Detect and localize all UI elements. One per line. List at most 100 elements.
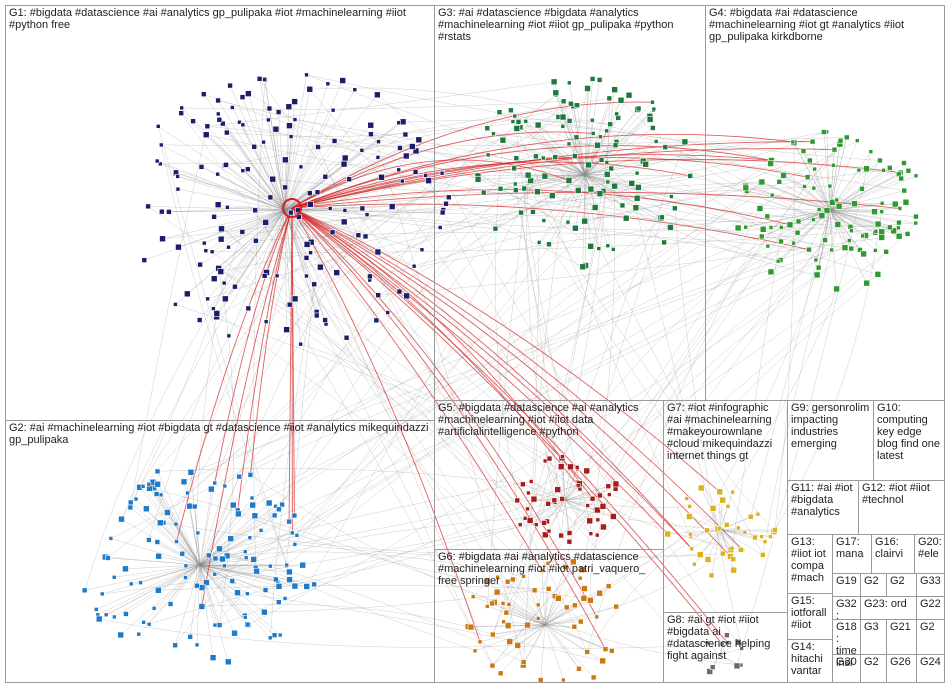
group-g3-small[interactable]: G3	[860, 619, 887, 655]
graph-node	[716, 488, 724, 496]
graph-node	[604, 160, 610, 165]
group-g23[interactable]: G23: ord	[860, 596, 917, 620]
graph-node	[388, 203, 396, 210]
graph-node	[265, 499, 273, 507]
group-g2-small-a[interactable]: G2	[860, 573, 887, 597]
graph-node	[780, 172, 787, 179]
group-g7[interactable]: G7: #iot #infographic #ai #machinelearni…	[663, 400, 788, 613]
group-g12[interactable]: G12: #iot #iiot #technol	[858, 480, 945, 535]
group-g2-small-b[interactable]: G2	[886, 573, 917, 597]
graph-node	[327, 206, 333, 211]
graph-node	[197, 261, 203, 268]
graph-node	[534, 121, 542, 129]
graph-node	[589, 76, 596, 82]
graph-node	[863, 165, 870, 173]
graph-node	[258, 528, 264, 533]
group-g11[interactable]: G11: #ai #iot #bigdata #analytics	[787, 480, 859, 535]
graph-node	[154, 480, 161, 488]
graph-node	[155, 552, 162, 560]
graph-node	[244, 621, 251, 628]
graph-node	[804, 174, 811, 180]
graph-node	[515, 119, 522, 125]
group-g20[interactable]: G20: #ele	[914, 534, 945, 574]
graph-node	[863, 279, 870, 287]
graph-node	[245, 166, 251, 172]
graph-node	[590, 131, 596, 136]
group-g22[interactable]: G22	[916, 596, 945, 620]
graph-node	[288, 134, 294, 139]
graph-node	[816, 207, 822, 212]
graph-node	[891, 200, 899, 208]
group-g6[interactable]: G6: #bigdata #ai #analytics #datascience…	[434, 549, 664, 683]
graph-node	[200, 91, 207, 97]
graph-node	[742, 184, 750, 192]
graph-node	[154, 468, 161, 475]
graph-node	[342, 208, 348, 213]
group-g18[interactable]: G18: time insi	[832, 619, 861, 669]
group-g15[interactable]: G15: iotforall #iiot	[787, 593, 833, 640]
graph-node	[231, 629, 238, 637]
graph-node	[179, 550, 186, 557]
graph-node	[215, 171, 221, 177]
group-g3-label: G3: #ai #datascience #bigdata #analytics…	[438, 7, 677, 43]
graph-node	[779, 225, 784, 230]
graph-node	[513, 155, 520, 161]
graph-node	[524, 621, 531, 629]
graph-node	[208, 485, 215, 493]
graph-node	[591, 204, 599, 211]
graph-node	[902, 198, 910, 206]
graph-node	[570, 558, 577, 566]
graph-node	[572, 224, 579, 232]
graph-node	[277, 632, 283, 638]
group-g19[interactable]: G19	[832, 573, 861, 597]
graph-node	[224, 658, 232, 666]
graph-node	[325, 81, 331, 87]
graph-node	[759, 226, 767, 233]
graph-node	[518, 209, 524, 216]
group-g2[interactable]: G2: #ai #machinelearning #iot #bigdata g…	[5, 420, 435, 683]
group-g21[interactable]: G21	[886, 619, 917, 655]
group-g26[interactable]: G26	[886, 654, 917, 683]
graph-node	[577, 486, 583, 492]
group-g2-small-c[interactable]: G2	[916, 619, 945, 655]
group-g1[interactable]: G1: #bigdata #datascience #ai #analytics…	[5, 5, 435, 421]
graph-node	[485, 604, 490, 609]
group-g17[interactable]: G17: mana	[832, 534, 872, 574]
graph-node	[724, 632, 730, 638]
graph-node	[510, 119, 516, 124]
graph-node	[423, 173, 428, 178]
group-g30[interactable]: G30	[832, 654, 861, 683]
group-g4[interactable]: G4: #bigdata #ai #datascience #machinele…	[705, 5, 945, 401]
graph-node	[216, 116, 223, 123]
group-g9[interactable]: G9: gersonrolim impacting industries eme…	[787, 400, 874, 481]
group-g3[interactable]: G3: #ai #datascience #bigdata #analytics…	[434, 5, 706, 401]
graph-node	[856, 167, 862, 173]
graph-node	[212, 571, 218, 577]
graph-node	[412, 147, 420, 155]
graph-node	[573, 134, 580, 141]
graph-node	[239, 94, 246, 100]
graph-node	[284, 562, 289, 568]
group-g8[interactable]: G8: #ai gt #iot #iiot #bigdata ai #datas…	[663, 612, 788, 683]
group-g2-small-a-label: G2	[864, 575, 879, 587]
group-g2-small-d[interactable]: G2	[860, 654, 887, 683]
group-g10[interactable]: G10: computing key edge blog find one la…	[873, 400, 945, 481]
group-g13[interactable]: G13: #iiot iot compa #mach	[787, 534, 833, 594]
graph-node	[183, 563, 189, 569]
graph-node	[237, 119, 242, 125]
graph-node	[236, 473, 242, 480]
group-g33[interactable]: G33	[916, 573, 945, 597]
graph-node	[183, 575, 188, 580]
group-g5[interactable]: G5: #bigdata #datascience #ai #analytics…	[434, 400, 664, 550]
graph-node	[409, 143, 416, 150]
graph-node	[157, 161, 163, 167]
group-g14[interactable]: G14: hitachi vantar	[787, 639, 833, 683]
graph-node	[240, 122, 246, 128]
group-g32[interactable]: G32:	[832, 596, 861, 622]
group-g23-label: G23: ord	[864, 598, 907, 610]
group-g10-label: G10: computing key edge blog find one la…	[877, 402, 940, 462]
graph-node	[521, 573, 526, 579]
group-g24[interactable]: G24	[916, 654, 945, 683]
graph-node	[854, 138, 860, 143]
group-g16[interactable]: G16: clairvi	[871, 534, 915, 574]
